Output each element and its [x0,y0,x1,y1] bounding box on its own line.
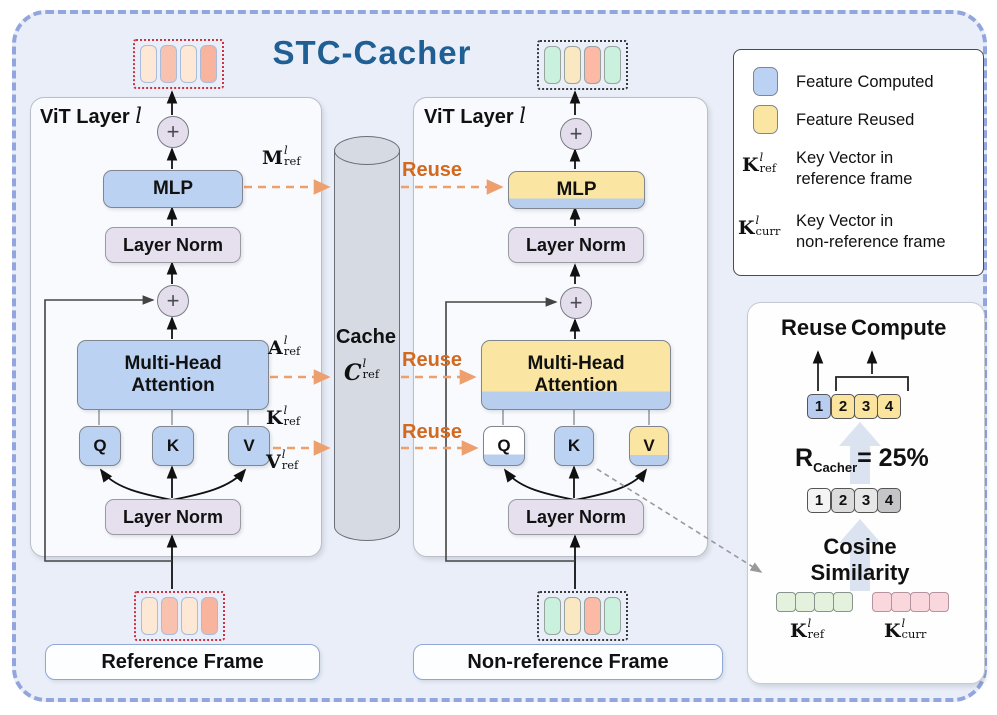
token [584,597,601,635]
token [180,45,197,83]
reuse-ratio-formula: RCacher= 25% [795,444,929,475]
token [201,597,218,635]
mlp-box-reference: MLP [103,170,243,208]
token [140,45,157,83]
input-tokens-reference [134,591,225,641]
reuse-label-mlp: Reuse [402,159,463,181]
kref-vector-cell [795,592,815,612]
add-icon: + [157,116,189,148]
cache-cylinder-top [334,136,400,165]
kref-vector-cell [814,592,834,612]
output-tokens-nonreference [537,40,628,90]
token-1-ranked: 1 [807,488,831,513]
feature-reused-label: Feature Reused [796,111,915,129]
token [604,46,621,84]
cosine-label-line1: Cosine [823,534,897,559]
layer-norm-bottom-nonreference: Layer Norm [508,499,644,535]
nonreference-frame-tag: Non-reference Frame [413,644,723,680]
output-tokens-reference [133,39,224,89]
add-icon: + [157,285,189,317]
v-box-reference: V [228,426,270,466]
cache-label: Cache [335,326,397,348]
kcurr-vector-cell [929,592,949,612]
token [564,597,581,635]
token [584,46,601,84]
token [160,45,177,83]
token-2-computed: 2 [831,394,855,419]
token-1-reused: 1 [807,394,831,419]
vit-layer-label-nonreference: ViT Layer l [424,104,526,128]
input-tokens-nonreference [537,591,628,641]
token-4-computed: 4 [877,394,901,419]
feature-reused-swatch [753,105,778,134]
token-4-ranked: 4 [877,488,901,513]
cosine-label-line2: Similarity [810,560,910,585]
feature-computed-swatch [753,67,778,96]
reference-frame-tag: Reference Frame [45,644,320,680]
layer-norm-top-nonreference: Layer Norm [508,227,644,263]
token-2-ranked: 2 [831,488,855,513]
figure-title: STC-Cacher [272,34,472,71]
reuse-label-qkv: Reuse [402,421,463,443]
q-box-nonreference: Q [483,426,525,466]
kref-vector-cell [833,592,853,612]
add-icon: + [560,118,592,150]
token [564,46,581,84]
feature-computed-label: Feature Computed [796,73,934,91]
token-3-computed: 3 [854,394,878,419]
add-icon: + [560,287,592,319]
token [141,597,158,635]
q-box-reference: Q [79,426,121,466]
kcurr-vector-cell [910,592,930,612]
layer-norm-bottom-reference: Layer Norm [105,499,241,535]
token [544,46,561,84]
kref-vector-cell [776,592,796,612]
layer-norm-top-reference: Layer Norm [105,227,241,263]
mlp-box-nonreference: MLP [508,171,645,209]
v-box-nonreference: V [629,426,669,466]
compute-heading: Compute [851,315,947,340]
reuse-label-attention: Reuse [402,349,463,371]
token [604,597,621,635]
token-3-ranked: 3 [854,488,878,513]
token [181,597,198,635]
kcurr-vector-cell [891,592,911,612]
vit-layer-label-reference: ViT Layer l [40,104,142,128]
token [200,45,217,83]
kcurr-vector-cell [872,592,892,612]
cache-cylinder [334,149,400,541]
reuse-heading: Reuse [781,315,848,340]
k-box-nonreference: K [554,426,594,466]
token [161,597,178,635]
k-box-reference: K [152,426,194,466]
token [544,597,561,635]
